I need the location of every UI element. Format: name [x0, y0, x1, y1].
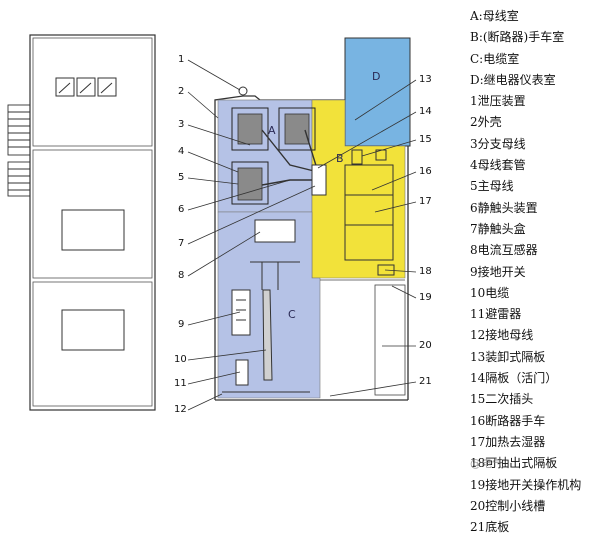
hinge-icons	[7, 104, 31, 197]
callout-14: 14	[419, 106, 432, 117]
legend-item: 21底板	[470, 520, 510, 535]
legend-item: B:(断路器)手车室	[470, 30, 565, 45]
legend-item: 12接地母线	[470, 328, 534, 343]
busbar-bushings	[237, 113, 310, 201]
callout-16: 16	[419, 166, 432, 177]
switchgear-diagram: A B C D 1 2 3 4 5 6 7 8 9 10	[7, 34, 432, 415]
front-view	[7, 34, 156, 411]
legend-item: 6静触头装置	[470, 200, 538, 215]
branch-busbar-1	[261, 129, 319, 173]
callout-4: 4	[178, 146, 184, 157]
section-view	[214, 37, 411, 401]
callout-5: 5	[178, 172, 184, 183]
legend-item: 3分支母线	[470, 136, 526, 151]
leader-lines	[187, 59, 417, 411]
callout-8: 8	[178, 270, 184, 281]
callout-19: 19	[419, 292, 432, 303]
legend-item: 20控制小线槽	[470, 498, 546, 513]
callout-3: 3	[178, 119, 184, 130]
front-middle-panel	[32, 149, 153, 279]
cable-room-parts	[222, 219, 310, 393]
meter-icons	[55, 77, 117, 97]
legend-item: 18可抽出式隔板	[470, 456, 558, 471]
bushing-frames	[231, 107, 316, 205]
callout-6: 6	[178, 204, 184, 215]
legend-item: D:继电器仪表室	[470, 72, 556, 87]
legend-item: 17加热去湿器	[470, 434, 546, 449]
legend-item: 19接地开关操作机构	[470, 477, 582, 492]
callout-2: 2	[178, 86, 184, 97]
callout-17: 17	[419, 196, 432, 207]
zone-label-a: A	[268, 124, 276, 137]
callout-10: 10	[174, 354, 187, 365]
callout-7: 7	[178, 238, 184, 249]
callout-9: 9	[178, 319, 184, 330]
legend-item: 14隔板（活门）	[470, 371, 558, 386]
callout-13: 13	[419, 74, 432, 85]
legend-item: 8电流互感器	[470, 243, 538, 258]
legend-item: 5主母线	[470, 179, 514, 194]
legend-item: 16断路器手车	[470, 413, 546, 428]
legend-item: 9接地开关	[470, 264, 526, 279]
callout-15: 15	[419, 134, 432, 145]
callout-11: 11	[174, 378, 187, 389]
callout-1: 1	[178, 54, 184, 65]
legend-item: A:母线室	[470, 9, 519, 23]
legend-item: 13装卸式隔板	[470, 349, 546, 364]
front-cabinet-outline	[29, 34, 156, 411]
legend-item: 4母线套管	[470, 158, 526, 173]
pressure-relief-ring	[238, 86, 248, 96]
stationary-contact-box	[311, 164, 327, 196]
legend-item: 7静触头盒	[470, 221, 526, 236]
legend-item: 15二次插头	[470, 392, 534, 407]
front-top-panel	[32, 37, 153, 147]
legend-item: 10电缆	[470, 285, 510, 300]
callout-21: 21	[419, 376, 432, 387]
zone-label-b: B	[336, 152, 344, 165]
callout-18: 18	[419, 266, 432, 277]
watermark: @电气	[470, 457, 503, 470]
legend-item: 1泄压装置	[470, 94, 526, 109]
legend-item: 2外壳	[470, 115, 502, 130]
control-wire-trough	[374, 284, 406, 396]
front-bottom-panel	[32, 281, 153, 407]
zone-label-d: D	[372, 70, 380, 83]
legend-item: 11避雷器	[470, 307, 522, 322]
callout-12: 12	[174, 404, 187, 415]
callout-numbers: 1 2 3 4 5 6 7 8 9 10 11 12 13 14 15 16 1…	[174, 54, 432, 415]
legend-item: C:电缆室	[470, 51, 520, 66]
breaker-truck	[344, 149, 395, 276]
zone-d-relay-room	[344, 37, 411, 147]
front-window	[61, 209, 125, 251]
front-cable-window	[61, 309, 125, 351]
zone-label-c: C	[288, 308, 296, 321]
callout-20: 20	[419, 340, 432, 351]
